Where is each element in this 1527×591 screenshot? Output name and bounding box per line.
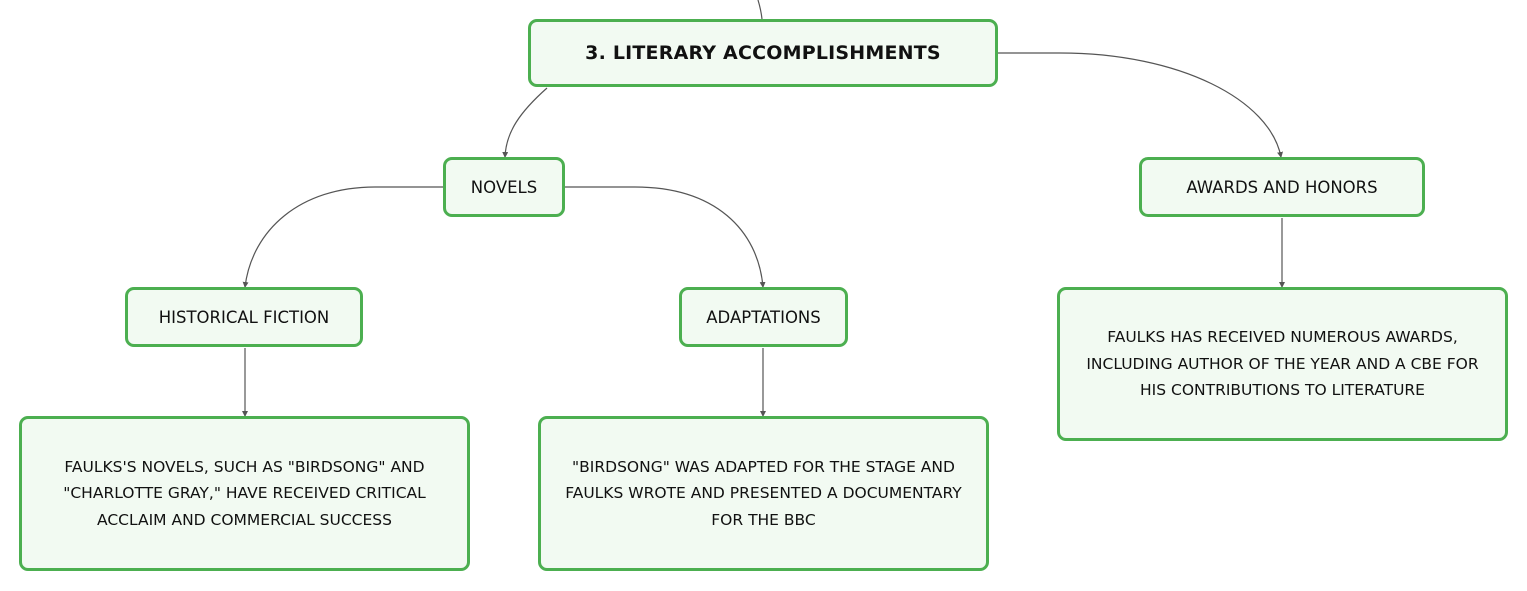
node-historical-fiction-label: HISTORICAL FICTION (158, 307, 330, 327)
connector-root-to-novels (502, 87, 548, 158)
node-awards-and-honors[interactable]: AWARDS AND HONORS (1139, 157, 1425, 217)
node-adaptations[interactable]: ADAPTATIONS (679, 287, 848, 347)
connector-incoming-root (757, 0, 763, 20)
node-adaptations-label: ADAPTATIONS (706, 307, 821, 327)
node-awards-detail[interactable]: FAULKS HAS RECEIVED NUMEROUS AWARDS, INC… (1057, 287, 1508, 441)
node-novels-label: NOVELS (470, 177, 538, 197)
historical-fiction-detail-text: FAULKS'S NOVELS, SUCH AS "BIRDSONG" AND … (63, 457, 426, 529)
adaptations-detail-text: "BIRDSONG" WAS ADAPTED FOR THE STAGE AND… (565, 457, 962, 529)
root-node-literary-accomplishments[interactable]: 3. LITERARY ACCOMPLISHMENTS (528, 19, 998, 87)
connector-novels-to-adaptations (565, 186, 766, 288)
node-historical-fiction-detail[interactable]: FAULKS'S NOVELS, SUCH AS "BIRDSONG" AND … (19, 416, 470, 571)
connector-root-to-awards (998, 52, 1283, 158)
node-awards-label: AWARDS AND HONORS (1186, 177, 1378, 197)
node-novels[interactable]: NOVELS (443, 157, 565, 217)
node-adaptations-detail[interactable]: "BIRDSONG" WAS ADAPTED FOR THE STAGE AND… (538, 416, 989, 571)
node-historical-fiction[interactable]: HISTORICAL FICTION (125, 287, 363, 347)
awards-detail-text: FAULKS HAS RECEIVED NUMEROUS AWARDS, INC… (1086, 328, 1479, 400)
connector-novels-to-historical (242, 186, 443, 288)
root-node-label: 3. LITERARY ACCOMPLISHMENTS (585, 42, 941, 64)
